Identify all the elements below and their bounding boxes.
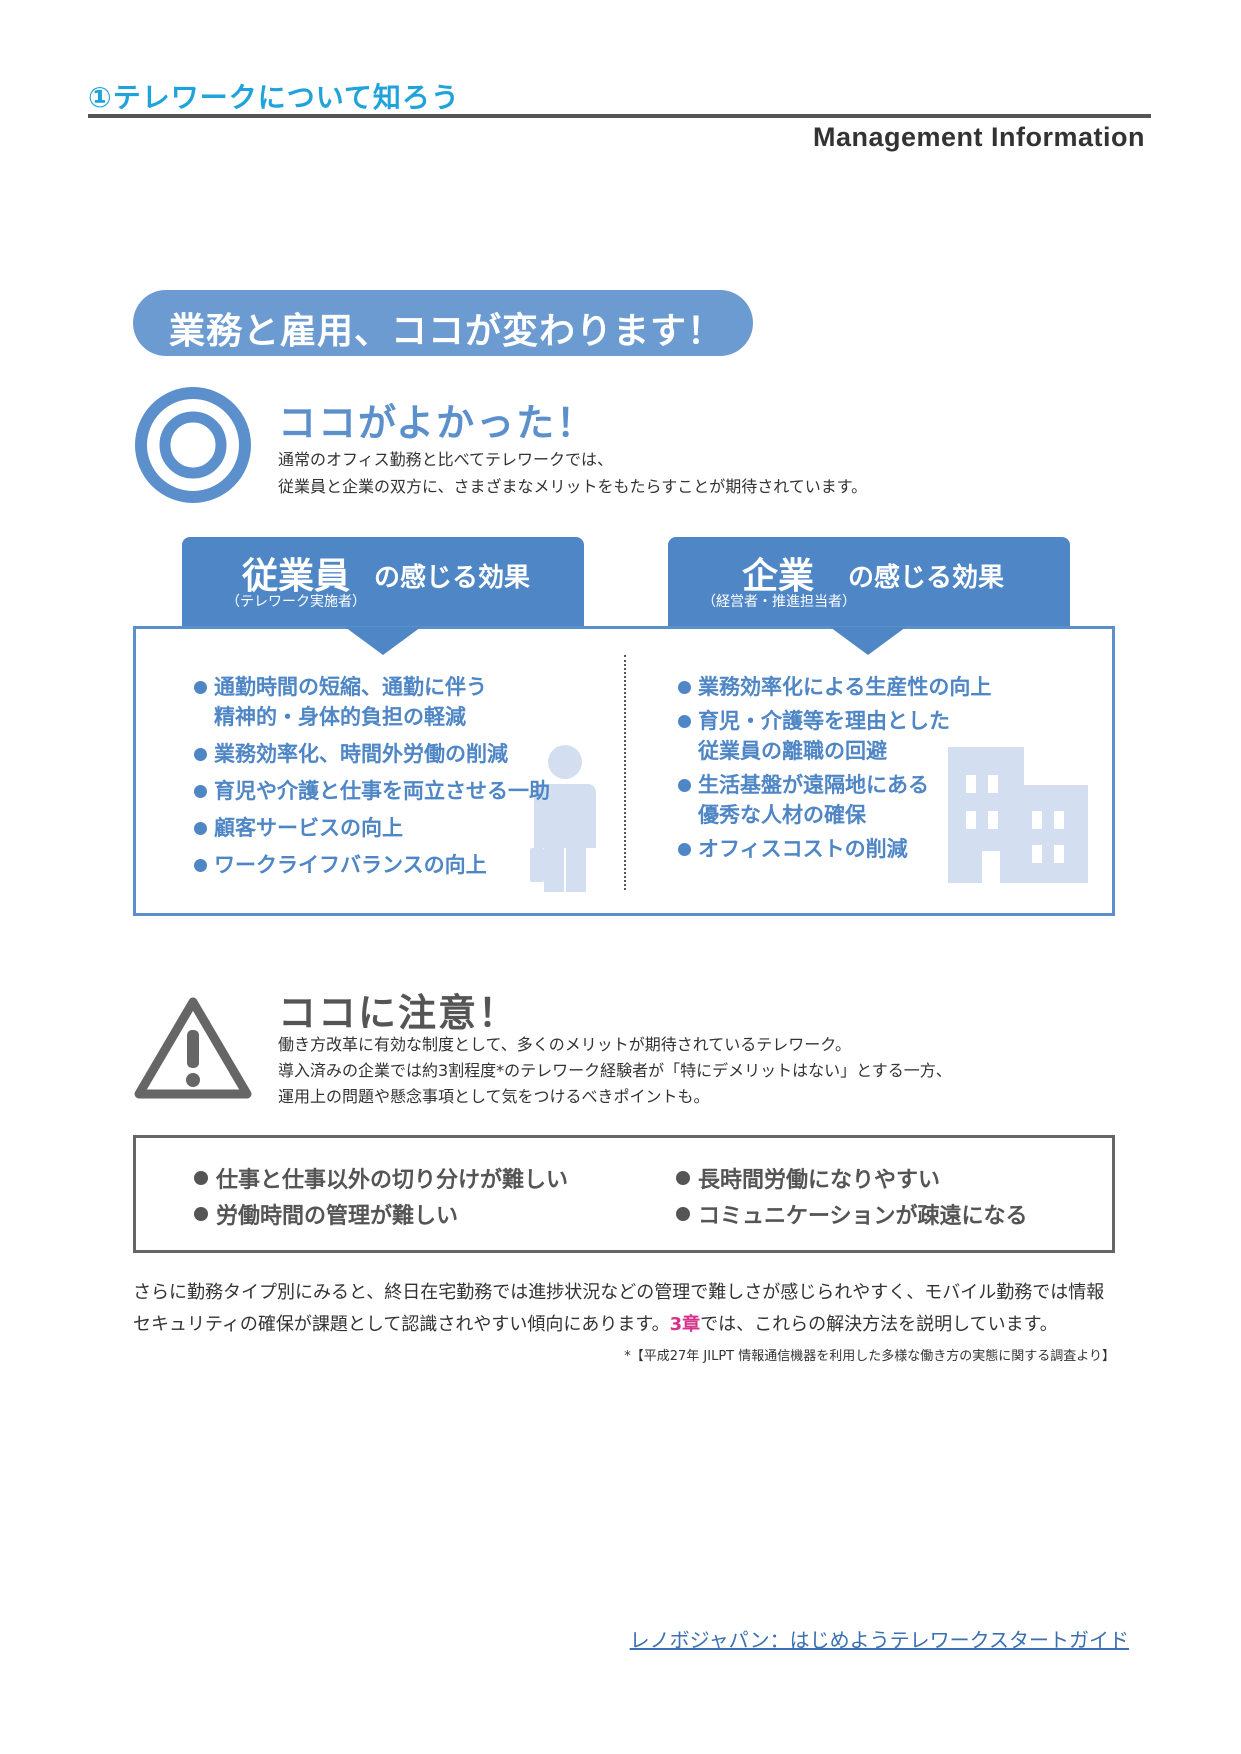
good-description: 通常のオフィス勤務と比べてテレワークでは、 従業員と企業の双方に、さまざまなメリ…	[278, 446, 867, 500]
good-heading: ココがよかった！	[278, 401, 597, 445]
caution-desc-line-1: 働き方改革に有効な制度として、多くのメリットが期待されているテレワーク。	[278, 1035, 851, 1054]
caution-heading: ココに注意！	[278, 991, 519, 1035]
list-item: 育児や介護と仕事を両立させる一助	[192, 776, 550, 806]
header-rule	[88, 114, 1151, 118]
company-tab-subtitle: （経営者・推進担当者）	[702, 594, 856, 610]
company-tab-title: 企業	[742, 556, 815, 597]
guide-link[interactable]: レノボジャパン：はじめようテレワークスタートガイド	[629, 1628, 1129, 1652]
company-benefit-list: 業務効率化による生産性の向上 育児・介護等を理由とした従業員の離職の回避 生活基…	[676, 672, 991, 868]
banner-text: 業務と雇用、ココが変わります！	[169, 311, 725, 352]
list-item: 通勤時間の短縮、通勤に伴う精神的・身体的負担の軽減	[192, 672, 550, 732]
company-tab-pointer	[830, 627, 906, 655]
effects-box	[133, 626, 1115, 916]
section-title: ①テレワークについて知ろう	[88, 81, 460, 114]
list-item: 業務効率化による生産性の向上	[676, 672, 991, 702]
company-tab-suffix: の感じる効果	[848, 563, 1005, 593]
list-item: ワークライフバランスの向上	[192, 850, 550, 880]
employee-tab-pointer	[345, 627, 421, 655]
employee-tab-suffix: の感じる効果	[374, 563, 531, 593]
caution-item: 長時間労働になりやすい	[676, 1162, 940, 1194]
caution-desc-line-3: 運用上の問題や懸念事項として気をつけるべきポイントも。	[278, 1087, 710, 1106]
banner: 業務と雇用、ココが変わります！	[133, 290, 753, 356]
effects-divider	[624, 655, 626, 890]
caution-item: コミュニケーションが疎遠になる	[676, 1198, 1028, 1230]
warning-icon	[134, 997, 252, 1099]
caution-item: 労働時間の管理が難しい	[194, 1198, 458, 1230]
list-item: 生活基盤が遠隔地にある優秀な人材の確保	[676, 770, 991, 830]
double-circle-icon	[135, 387, 251, 503]
summary-paragraph: さらに勤務タイプ別にみると、終日在宅勤務では進捗状況などの管理で難しさが感じられ…	[133, 1277, 1104, 1341]
company-effects-tab: 企業 の感じる効果 （経営者・推進担当者）	[668, 537, 1070, 627]
person-icon	[530, 745, 596, 892]
header-subtitle: Management Information	[812, 122, 1145, 152]
caution-desc-line-2: 導入済みの企業では約3割程度*のテレワーク経験者が「特にデメリットはない」とする…	[278, 1061, 952, 1080]
summary-line-2: セキュリティの確保が課題として認識されやすい傾向にあります。3章では、これらの解…	[133, 1314, 1058, 1335]
summary-line-1: さらに勤務タイプ別にみると、終日在宅勤務では進捗状況などの管理で難しさが感じられ…	[133, 1282, 1105, 1303]
caution-box: 仕事と仕事以外の切り分けが難しい 労働時間の管理が難しい 長時間労働になりやすい…	[133, 1135, 1115, 1253]
employee-tab-subtitle: （テレワーク実施者）	[226, 594, 366, 610]
chapter-reference: 3章	[669, 1314, 701, 1335]
employee-benefit-list: 通勤時間の短縮、通勤に伴う精神的・身体的負担の軽減 業務効率化、時間外労働の削減…	[192, 672, 550, 887]
building-icon	[948, 747, 1088, 883]
good-desc-line-1: 通常のオフィス勤務と比べてテレワークでは、	[278, 450, 614, 469]
footnote: *【平成27年 JILPT 情報通信機器を利用した多様な働き方の実態に関する調査…	[624, 1349, 1115, 1364]
list-item: 業務効率化、時間外労働の削減	[192, 739, 550, 769]
caution-item: 仕事と仕事以外の切り分けが難しい	[194, 1162, 568, 1194]
good-desc-line-2: 従業員と企業の双方に、さまざまなメリットをもたらすことが期待されています。	[278, 477, 868, 496]
list-item: 顧客サービスの向上	[192, 813, 550, 843]
list-item: 育児・介護等を理由とした従業員の離職の回避	[676, 706, 991, 766]
caution-description: 働き方改革に有効な制度として、多くのメリットが期待されているテレワーク。 導入済…	[278, 1032, 952, 1110]
list-item: オフィスコストの削減	[676, 834, 991, 864]
employee-tab-title: 従業員	[242, 556, 351, 597]
employee-effects-tab: 従業員 の感じる効果 （テレワーク実施者）	[182, 537, 584, 627]
